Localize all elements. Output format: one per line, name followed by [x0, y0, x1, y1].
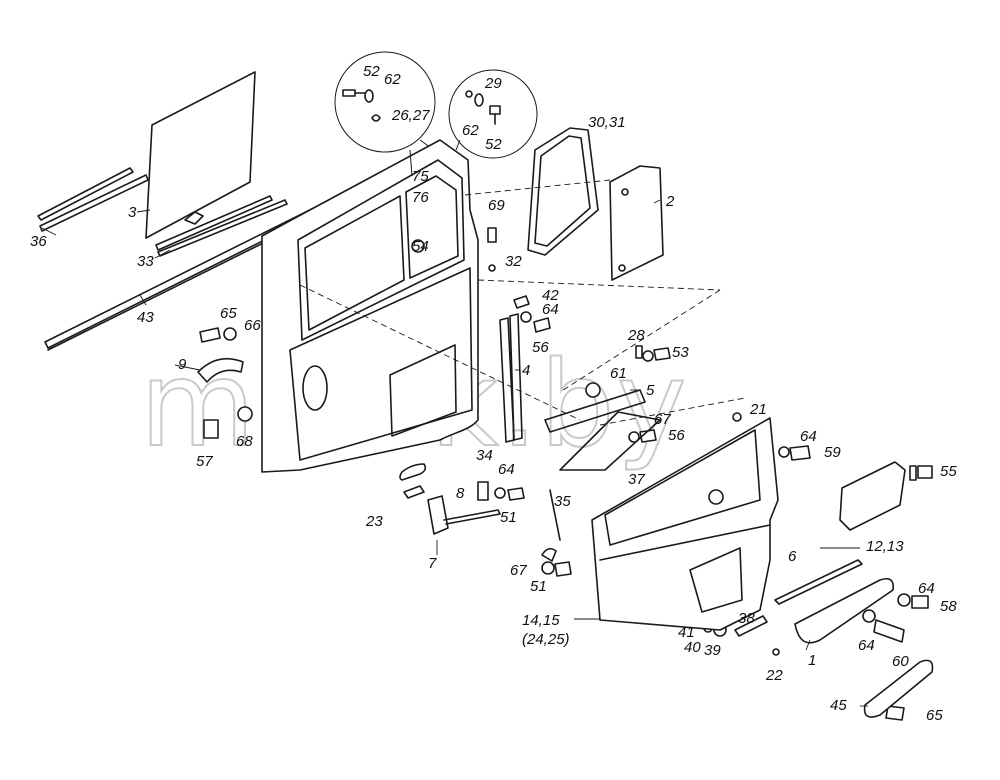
label-9: 9 — [178, 356, 187, 373]
label-29: 29 — [484, 75, 502, 92]
lock-part-7 — [427, 495, 501, 535]
label-67: 67 — [654, 411, 671, 428]
label-55: 55 — [940, 463, 957, 480]
window-regulator — [541, 389, 661, 562]
door-shell — [261, 139, 479, 481]
label-35: 35 — [554, 493, 571, 510]
label-52: 52 — [485, 136, 502, 153]
label-3: 3 — [128, 204, 137, 221]
label-37: 37 — [628, 471, 645, 488]
label-40: 40 — [684, 639, 701, 656]
label-2: 2 — [665, 193, 675, 210]
label-12-13: 12,13 — [866, 538, 904, 555]
inner-handle-part-38 — [734, 615, 768, 637]
label-53: 53 — [672, 344, 689, 361]
label-36: 36 — [30, 233, 47, 250]
detail-circle-right — [448, 69, 538, 159]
label-76: 76 — [412, 189, 429, 206]
leader-lines — [41, 199, 868, 707]
label-67: 67 — [510, 562, 527, 579]
label-60: 60 — [892, 653, 909, 670]
inner-trim-panel-part-14-15 — [591, 417, 779, 631]
label-8: 8 — [456, 485, 465, 502]
assembly-lines — [299, 179, 746, 426]
label-64: 64 — [858, 637, 875, 654]
label-58: 58 — [940, 598, 957, 615]
label-32: 32 — [505, 253, 522, 270]
label-28: 28 — [627, 327, 645, 344]
detail-circle-left — [334, 51, 436, 153]
handle-part-45 — [863, 659, 934, 718]
label-64: 64 — [542, 301, 559, 318]
label-56: 56 — [532, 339, 549, 356]
label-39: 39 — [704, 642, 721, 659]
label-24-25: (24,25) — [522, 631, 570, 648]
label-57: 57 — [196, 453, 213, 470]
label-43: 43 — [137, 309, 154, 326]
label-26-27: 26,27 — [391, 107, 430, 124]
label-68: 68 — [236, 433, 253, 450]
label-62: 62 — [462, 122, 479, 139]
label-52: 52 — [363, 63, 380, 80]
label-64: 64 — [498, 461, 515, 478]
label-75: 75 — [412, 168, 429, 185]
label-1: 1 — [808, 652, 816, 669]
label-34: 34 — [476, 447, 493, 464]
label-5: 5 — [646, 382, 655, 399]
label-23: 23 — [365, 513, 383, 530]
label-59: 59 — [824, 444, 841, 461]
label-7: 7 — [428, 555, 437, 572]
part-labels: 52 62 26,27 29 62 52 30,31 2 3 36 33 43 … — [30, 63, 957, 724]
label-65: 65 — [220, 305, 237, 322]
label-4: 4 — [522, 362, 530, 379]
label-41: 41 — [678, 624, 695, 641]
label-62: 62 — [384, 71, 401, 88]
label-45: 45 — [830, 697, 847, 714]
run-channel-part-4 — [499, 313, 523, 443]
door-glass-part-3 — [145, 71, 256, 239]
label-51: 51 — [530, 578, 547, 595]
label-33: 33 — [137, 253, 154, 270]
label-22: 22 — [765, 667, 783, 684]
hardware-bolts — [197, 227, 933, 721]
armrest-part-1 — [774, 559, 895, 644]
panel-part-2 — [609, 165, 664, 281]
label-64: 64 — [800, 428, 817, 445]
label-38: 38 — [738, 610, 755, 627]
label-21: 21 — [749, 401, 767, 418]
label-66: 66 — [244, 317, 261, 334]
label-69: 69 — [488, 197, 505, 214]
label-65: 65 — [926, 707, 943, 724]
label-30-31: 30,31 — [588, 114, 626, 131]
label-54: 54 — [412, 238, 429, 255]
label-51: 51 — [500, 509, 517, 526]
label-61: 61 — [610, 365, 627, 382]
label-42: 42 — [542, 287, 559, 304]
label-6: 6 — [788, 548, 797, 565]
label-14-15: 14,15 — [522, 612, 560, 629]
vent-window-part-30-31 — [527, 127, 599, 256]
label-64: 64 — [918, 580, 935, 597]
label-56: 56 — [668, 427, 685, 444]
pocket-part — [839, 461, 906, 531]
